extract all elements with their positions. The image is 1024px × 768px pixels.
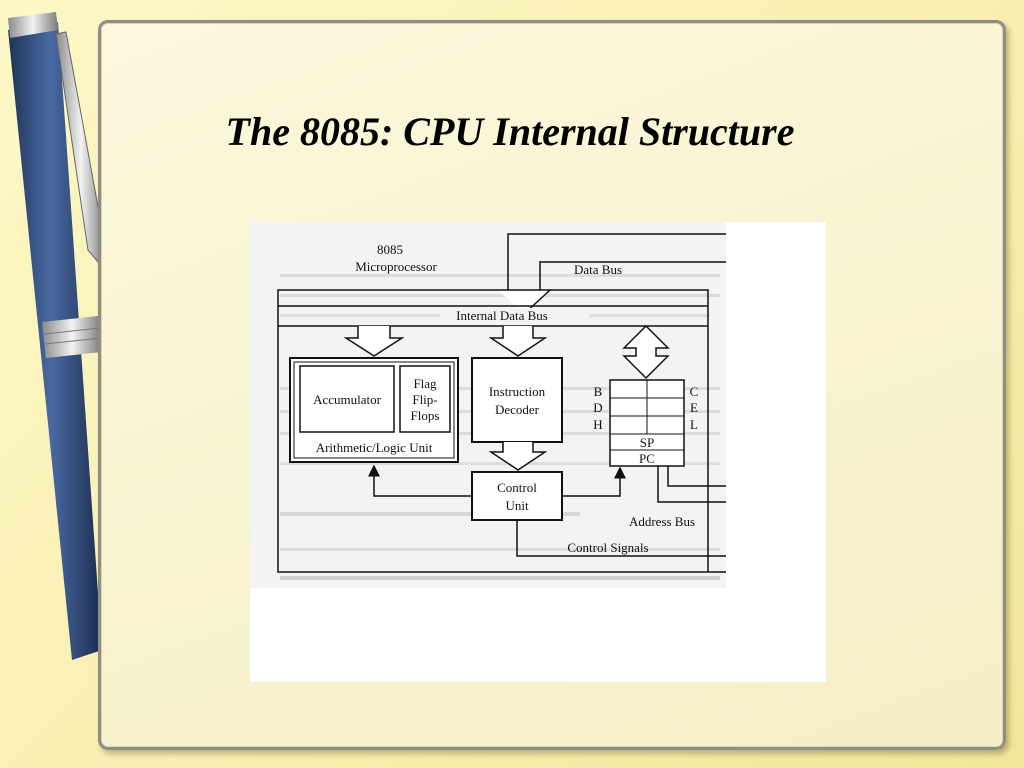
chip-label-line2: Microprocessor xyxy=(355,259,437,274)
address-bus: Address Bus xyxy=(629,466,726,529)
chip-label-line1: 8085 xyxy=(377,242,403,257)
arrow-to-alu xyxy=(343,326,405,357)
reg-l-label: L xyxy=(690,417,698,432)
internal-data-bus: Internal Data Bus xyxy=(278,305,708,327)
flag-line2: Flip- xyxy=(412,392,437,407)
flag-line1: Flag xyxy=(413,376,437,391)
register-array: B D H C E L SP PC xyxy=(593,379,699,467)
reg-h-label: H xyxy=(593,417,602,432)
data-bus-label: Data Bus xyxy=(574,262,622,277)
slide-title: The 8085: CPU Internal Structure xyxy=(225,109,795,154)
accumulator-label: Accumulator xyxy=(313,392,382,407)
instruction-line1: Instruction xyxy=(489,384,546,399)
arrow-to-control xyxy=(488,442,548,471)
control-to-alu-line xyxy=(368,464,472,497)
arrow-to-registers xyxy=(622,324,670,380)
instruction-decoder: Instruction Decoder xyxy=(471,357,563,443)
alu-block: Accumulator Flag Flip- Flops Arithmetic/… xyxy=(289,357,459,463)
control-to-registers-line xyxy=(562,466,626,497)
alu-label: Arithmetic/Logic Unit xyxy=(316,440,433,455)
reg-c-label: C xyxy=(690,384,699,399)
accumulator-box xyxy=(299,365,395,433)
cpu-diagram: 8085 Microprocessor Data Bus Internal Da… xyxy=(250,222,826,682)
control-line1: Control xyxy=(497,480,537,495)
chip-outline xyxy=(277,289,726,573)
reg-pc-label: PC xyxy=(639,451,655,466)
control-signals-label: Control Signals xyxy=(567,540,648,555)
reg-d-label: D xyxy=(593,400,602,415)
reg-b-label: B xyxy=(594,384,603,399)
internal-data-bus-label: Internal Data Bus xyxy=(456,308,548,323)
flag-box xyxy=(399,365,451,433)
reg-sp-label: SP xyxy=(640,435,654,450)
reg-e-label: E xyxy=(690,400,698,415)
arrow-to-decoder xyxy=(488,326,548,357)
address-bus-label: Address Bus xyxy=(629,514,695,529)
control-line2: Unit xyxy=(505,498,529,513)
instruction-line2: Decoder xyxy=(495,402,540,417)
control-signals: Control Signals xyxy=(516,342,726,572)
control-unit: Control Unit xyxy=(471,471,563,521)
flag-line3: Flops xyxy=(411,408,440,423)
